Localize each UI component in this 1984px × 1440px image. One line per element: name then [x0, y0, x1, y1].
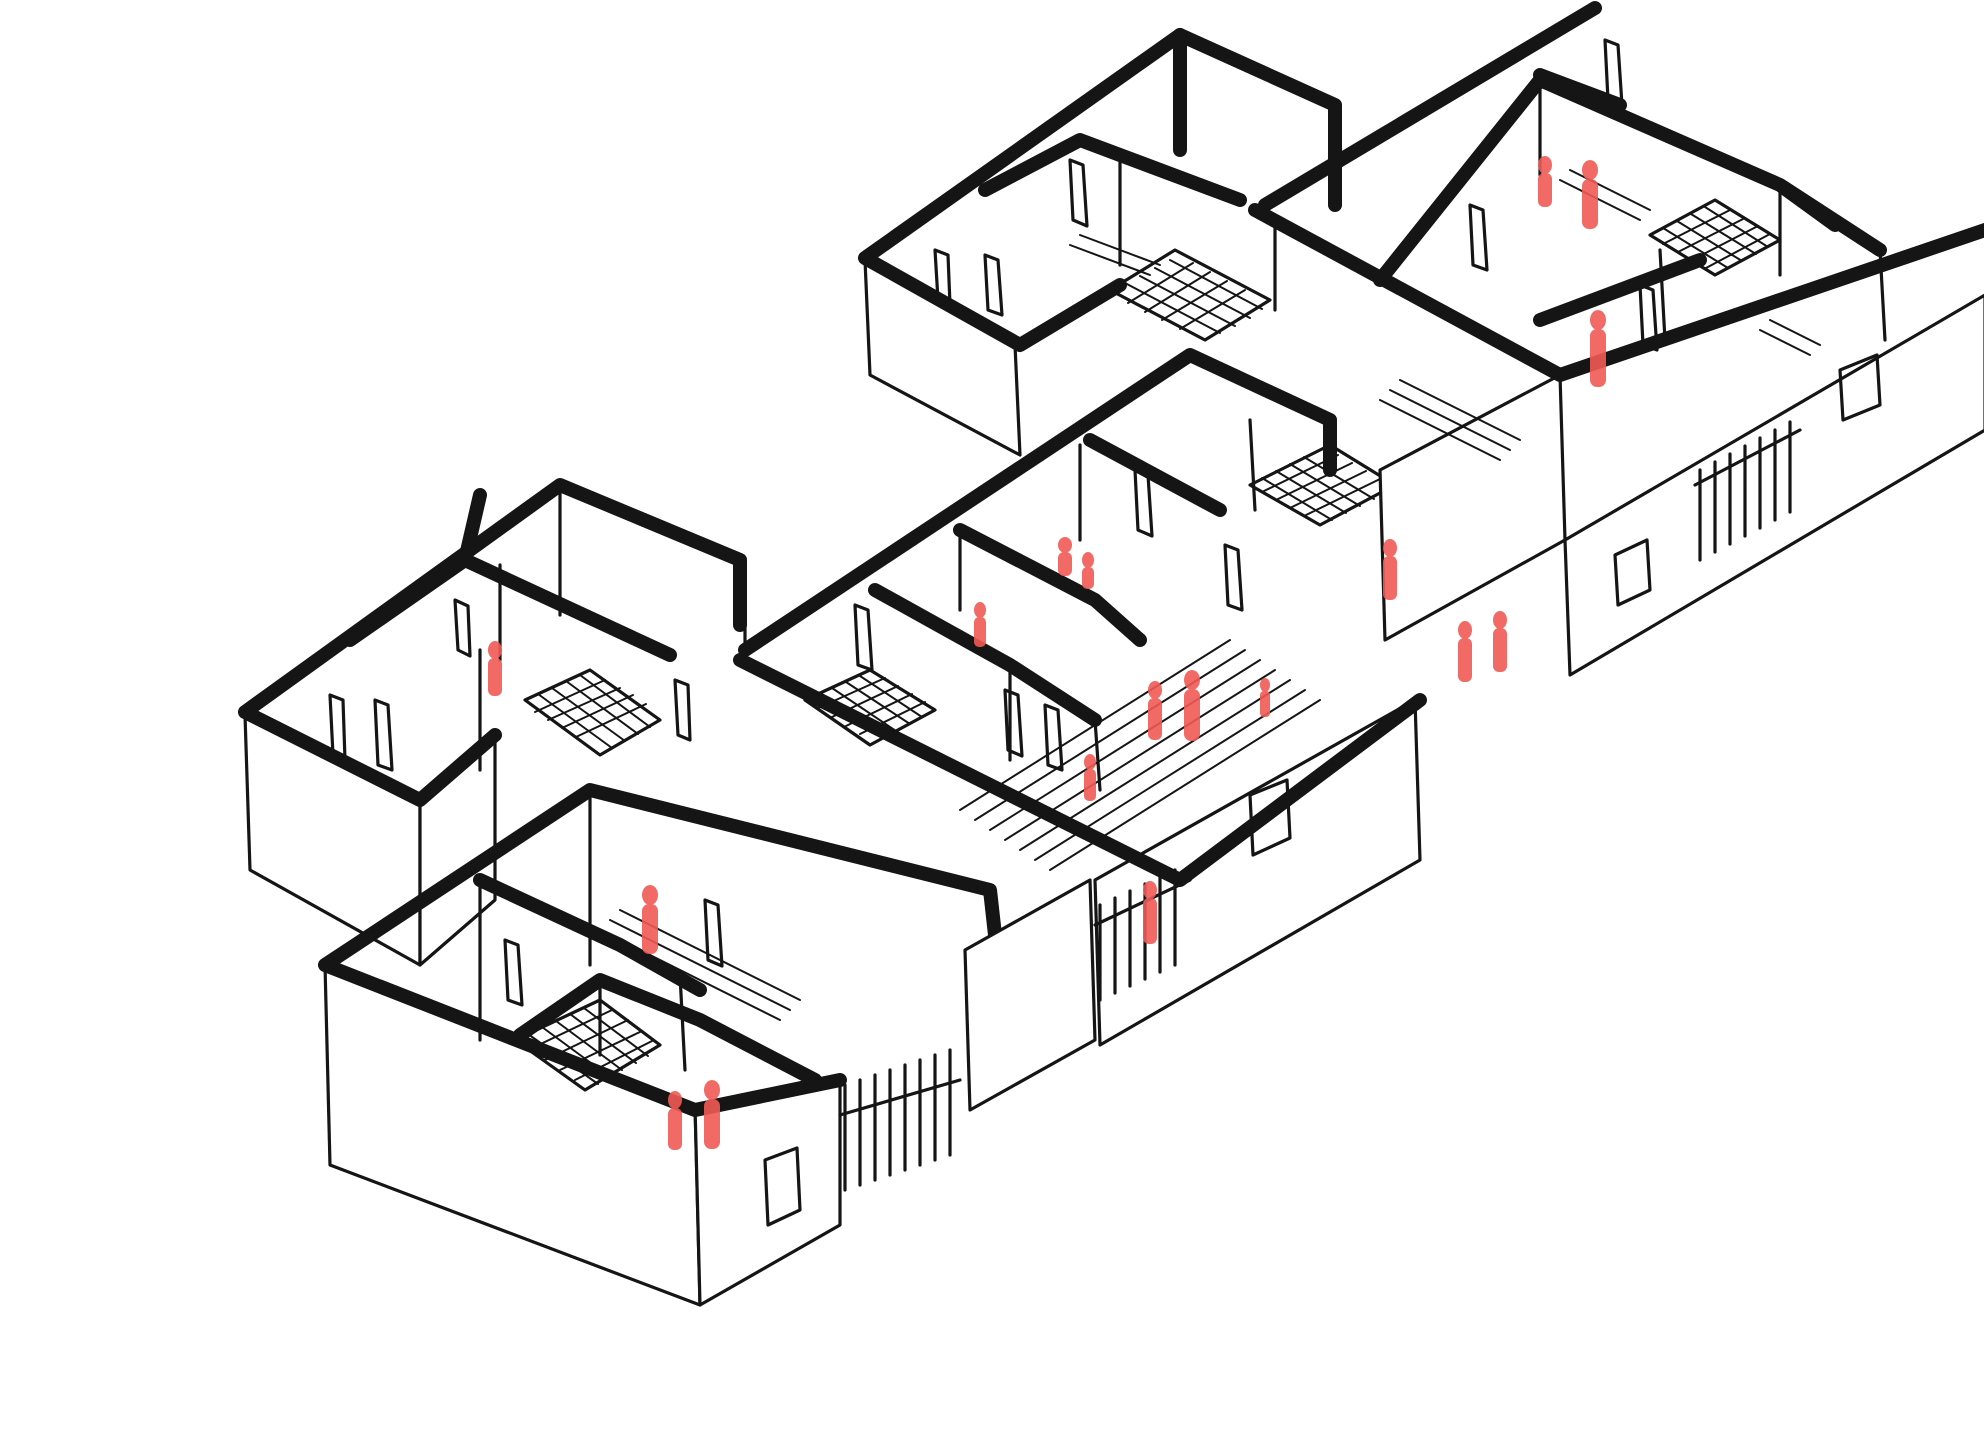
person-figure-icon	[1148, 681, 1162, 740]
fence-icon	[1693, 420, 1802, 562]
courtyard-grid-icon	[1648, 198, 1782, 277]
building-block-lower-left	[318, 783, 1002, 1307]
courtyard-grid-icon	[1108, 248, 1272, 342]
building-block-upper-left	[238, 478, 747, 967]
people-figures	[488, 156, 1606, 1150]
courtyard-grid-icon	[513, 998, 662, 1092]
person-figure-icon	[1590, 310, 1606, 387]
outer-wall	[858, 28, 1342, 352]
person-figure-icon	[1184, 670, 1200, 741]
person-figure-icon	[668, 1091, 682, 1150]
corridor-hatch	[1379, 169, 1821, 461]
person-figure-icon	[1084, 754, 1096, 801]
outer-wall	[318, 783, 1002, 1117]
person-figure-icon	[642, 885, 658, 954]
person-figure-icon	[1538, 156, 1552, 207]
building-block-central	[733, 348, 1427, 1112]
person-figure-icon	[488, 641, 502, 696]
window-icon	[933, 158, 1089, 317]
corridor-hatch	[959, 639, 1321, 871]
corridor-hatch	[599, 909, 801, 1021]
window-icon	[328, 598, 692, 772]
building-block-upper	[858, 28, 1342, 457]
window-icon	[503, 898, 802, 1227]
fence-icon	[838, 1048, 962, 1192]
person-figure-icon	[1082, 552, 1094, 589]
person-figure-icon	[1493, 611, 1507, 672]
building-block-right	[1248, 1, 1984, 677]
person-figure-icon	[1582, 160, 1598, 229]
window-icon	[853, 468, 1292, 857]
corridor-hatch	[1069, 234, 1161, 276]
person-figure-icon	[974, 602, 986, 647]
person-figure-icon	[1260, 678, 1270, 717]
window-icon	[1468, 38, 1882, 607]
person-figure-icon	[1458, 621, 1472, 682]
courtyard-grid-icon	[523, 668, 662, 757]
person-figure-icon	[704, 1080, 720, 1149]
person-figure-icon	[1058, 537, 1072, 576]
person-figure-icon	[1143, 881, 1157, 944]
person-figure-icon	[1383, 539, 1397, 600]
